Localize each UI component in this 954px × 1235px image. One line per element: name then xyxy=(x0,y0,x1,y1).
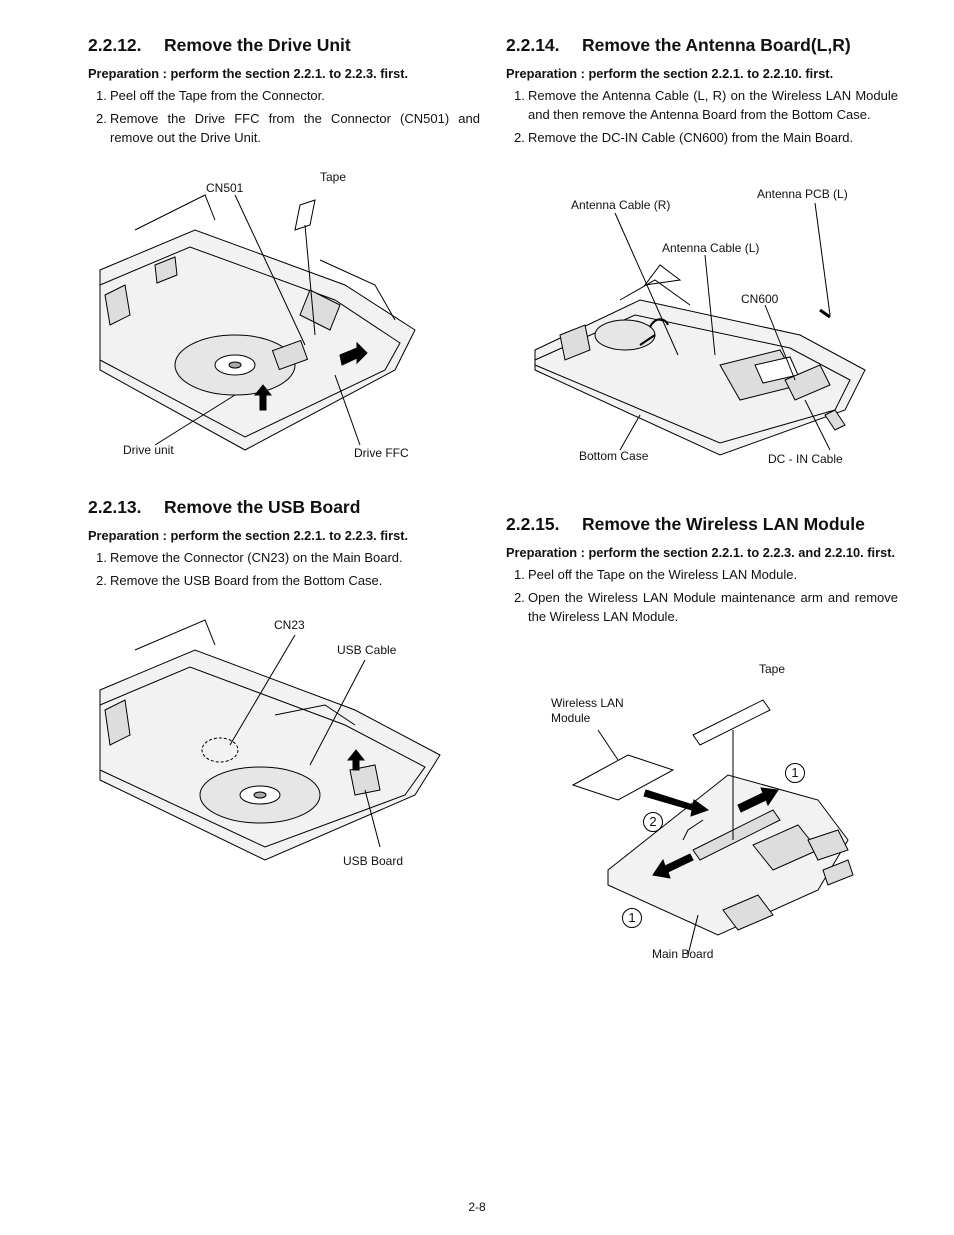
section-usb-board: 2.2.13.Remove the USB Board Preparation … xyxy=(88,496,480,594)
page-number: 2-8 xyxy=(468,1200,486,1214)
label-antenna-cable-r: Antenna Cable (R) xyxy=(571,198,671,212)
label-tape: Tape xyxy=(759,662,786,676)
figure-drive-unit: CN501 Tape Drive unit Drive FFC xyxy=(95,165,425,465)
label-usb-board: USB Board xyxy=(343,854,404,868)
step-item: 1.Peel off the Tape on the Wireless LAN … xyxy=(514,567,798,582)
section-drive-unit: 2.2.12.Remove the Drive Unit Preparation… xyxy=(88,34,480,151)
step-item: 1.Remove the Connector (CN23) on the Mai… xyxy=(96,550,403,565)
label-drive-unit: Drive unit xyxy=(123,443,174,457)
section-heading: 2.2.15.Remove the Wireless LAN Module xyxy=(506,514,865,534)
step-item: 1.Remove the Antenna Cable (L, R) on the… xyxy=(514,88,898,122)
label-antenna-cable-l: Antenna Cable (L) xyxy=(662,241,760,255)
section-heading: 2.2.13.Remove the USB Board xyxy=(88,497,361,517)
preparation-note: Preparation : perform the section 2.2.1.… xyxy=(88,528,409,543)
step-marker-1: 1 xyxy=(785,763,805,783)
step-item: 2.Remove the Drive FFC from the Connecto… xyxy=(96,111,480,145)
label-main-board: Main Board xyxy=(652,947,714,961)
step-marker-1: 1 xyxy=(622,908,642,928)
label-cn23: CN23 xyxy=(274,618,305,632)
step-item: 2.Remove the USB Board from the Bottom C… xyxy=(96,573,383,588)
step-list: 1.Peel off the Tape on the Wireless LAN … xyxy=(506,565,898,626)
figure-usb-board: CN23 USB Cable USB Board xyxy=(95,615,445,875)
label-cn600: CN600 xyxy=(741,292,779,306)
label-tape: Tape xyxy=(320,170,347,184)
step-marker-2: 2 xyxy=(643,812,663,832)
section-heading: 2.2.12.Remove the Drive Unit xyxy=(88,35,351,55)
preparation-note: Preparation : perform the section 2.2.1.… xyxy=(506,66,834,81)
label-cn501: CN501 xyxy=(206,181,244,195)
label-dc-in-cable: DC - IN Cable xyxy=(768,452,843,466)
label-usb-cable: USB Cable xyxy=(337,643,397,657)
antenna-board-illustration xyxy=(534,202,866,456)
usb-board-illustration xyxy=(99,619,441,861)
figure-antenna-board: Antenna Cable (R) Antenna PCB (L) Antenn… xyxy=(530,185,875,475)
label-antenna-pcb-l: Antenna PCB (L) xyxy=(757,187,848,201)
step-item: 2.Remove the DC-IN Cable (CN600) from th… xyxy=(514,130,854,145)
step-list: 1.Remove the Connector (CN23) on the Mai… xyxy=(88,548,480,590)
step-list: 1.Peel off the Tape from the Connector. … xyxy=(88,86,480,147)
step-item: 2.Open the Wireless LAN Module maintenan… xyxy=(514,590,898,624)
preparation-note: Preparation : perform the section 2.2.1.… xyxy=(88,66,409,81)
step-list: 1.Remove the Antenna Cable (L, R) on the… xyxy=(506,86,898,147)
label-bottom-case: Bottom Case xyxy=(579,449,649,463)
label-wireless-lan-module: Wireless LAN Module xyxy=(551,696,624,725)
step-item: 1.Peel off the Tape from the Connector. xyxy=(96,88,325,103)
section-heading: 2.2.14.Remove the Antenna Board(L,R) xyxy=(506,35,851,55)
section-wireless-lan: 2.2.15.Remove the Wireless LAN Module Pr… xyxy=(506,513,898,630)
section-antenna-board: 2.2.14.Remove the Antenna Board(L,R) Pre… xyxy=(506,34,898,151)
preparation-note: Preparation : perform the section 2.2.1.… xyxy=(506,545,896,560)
wireless-lan-illustration xyxy=(571,699,854,956)
label-drive-ffc: Drive FFC xyxy=(354,446,409,460)
figure-wireless-lan: Tape Wireless LAN Module Main Board 1 2 … xyxy=(548,660,878,970)
drive-unit-illustration xyxy=(99,194,416,451)
